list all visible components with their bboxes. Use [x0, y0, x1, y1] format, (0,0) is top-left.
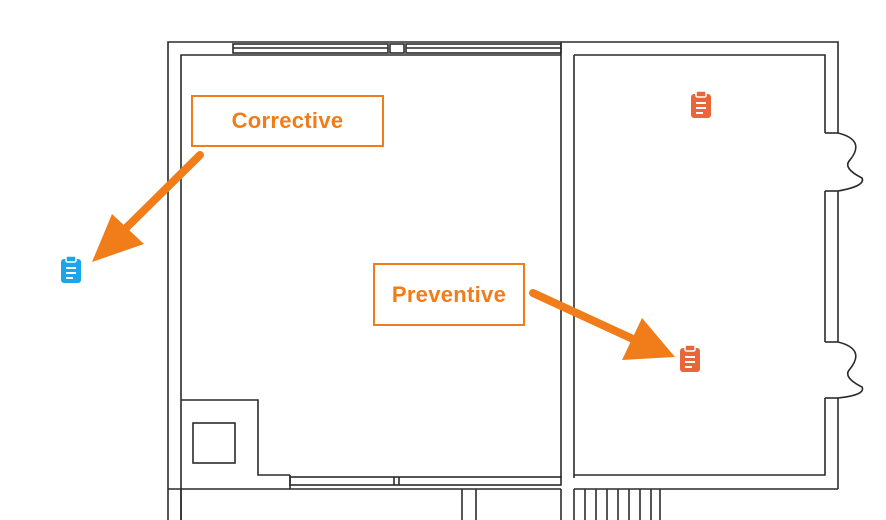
work-order-marker-preventive[interactable]: [679, 344, 701, 373]
callout-corrective: Corrective: [191, 95, 384, 147]
arrow-corrective: [92, 151, 204, 262]
clipboard-icon: [690, 90, 712, 119]
work-order-marker-preventive-room[interactable]: [690, 90, 712, 119]
callout-corrective-label: Corrective: [231, 108, 344, 133]
work-order-marker-corrective[interactable]: [60, 255, 82, 284]
clipboard-icon: [679, 344, 701, 373]
callout-preventive-label: Preventive: [391, 281, 507, 307]
clipboard-icon: [60, 255, 82, 284]
building-walls: [167, 41, 864, 520]
callout-preventive: Preventive: [373, 263, 525, 326]
arrow-preventive: [529, 289, 675, 360]
